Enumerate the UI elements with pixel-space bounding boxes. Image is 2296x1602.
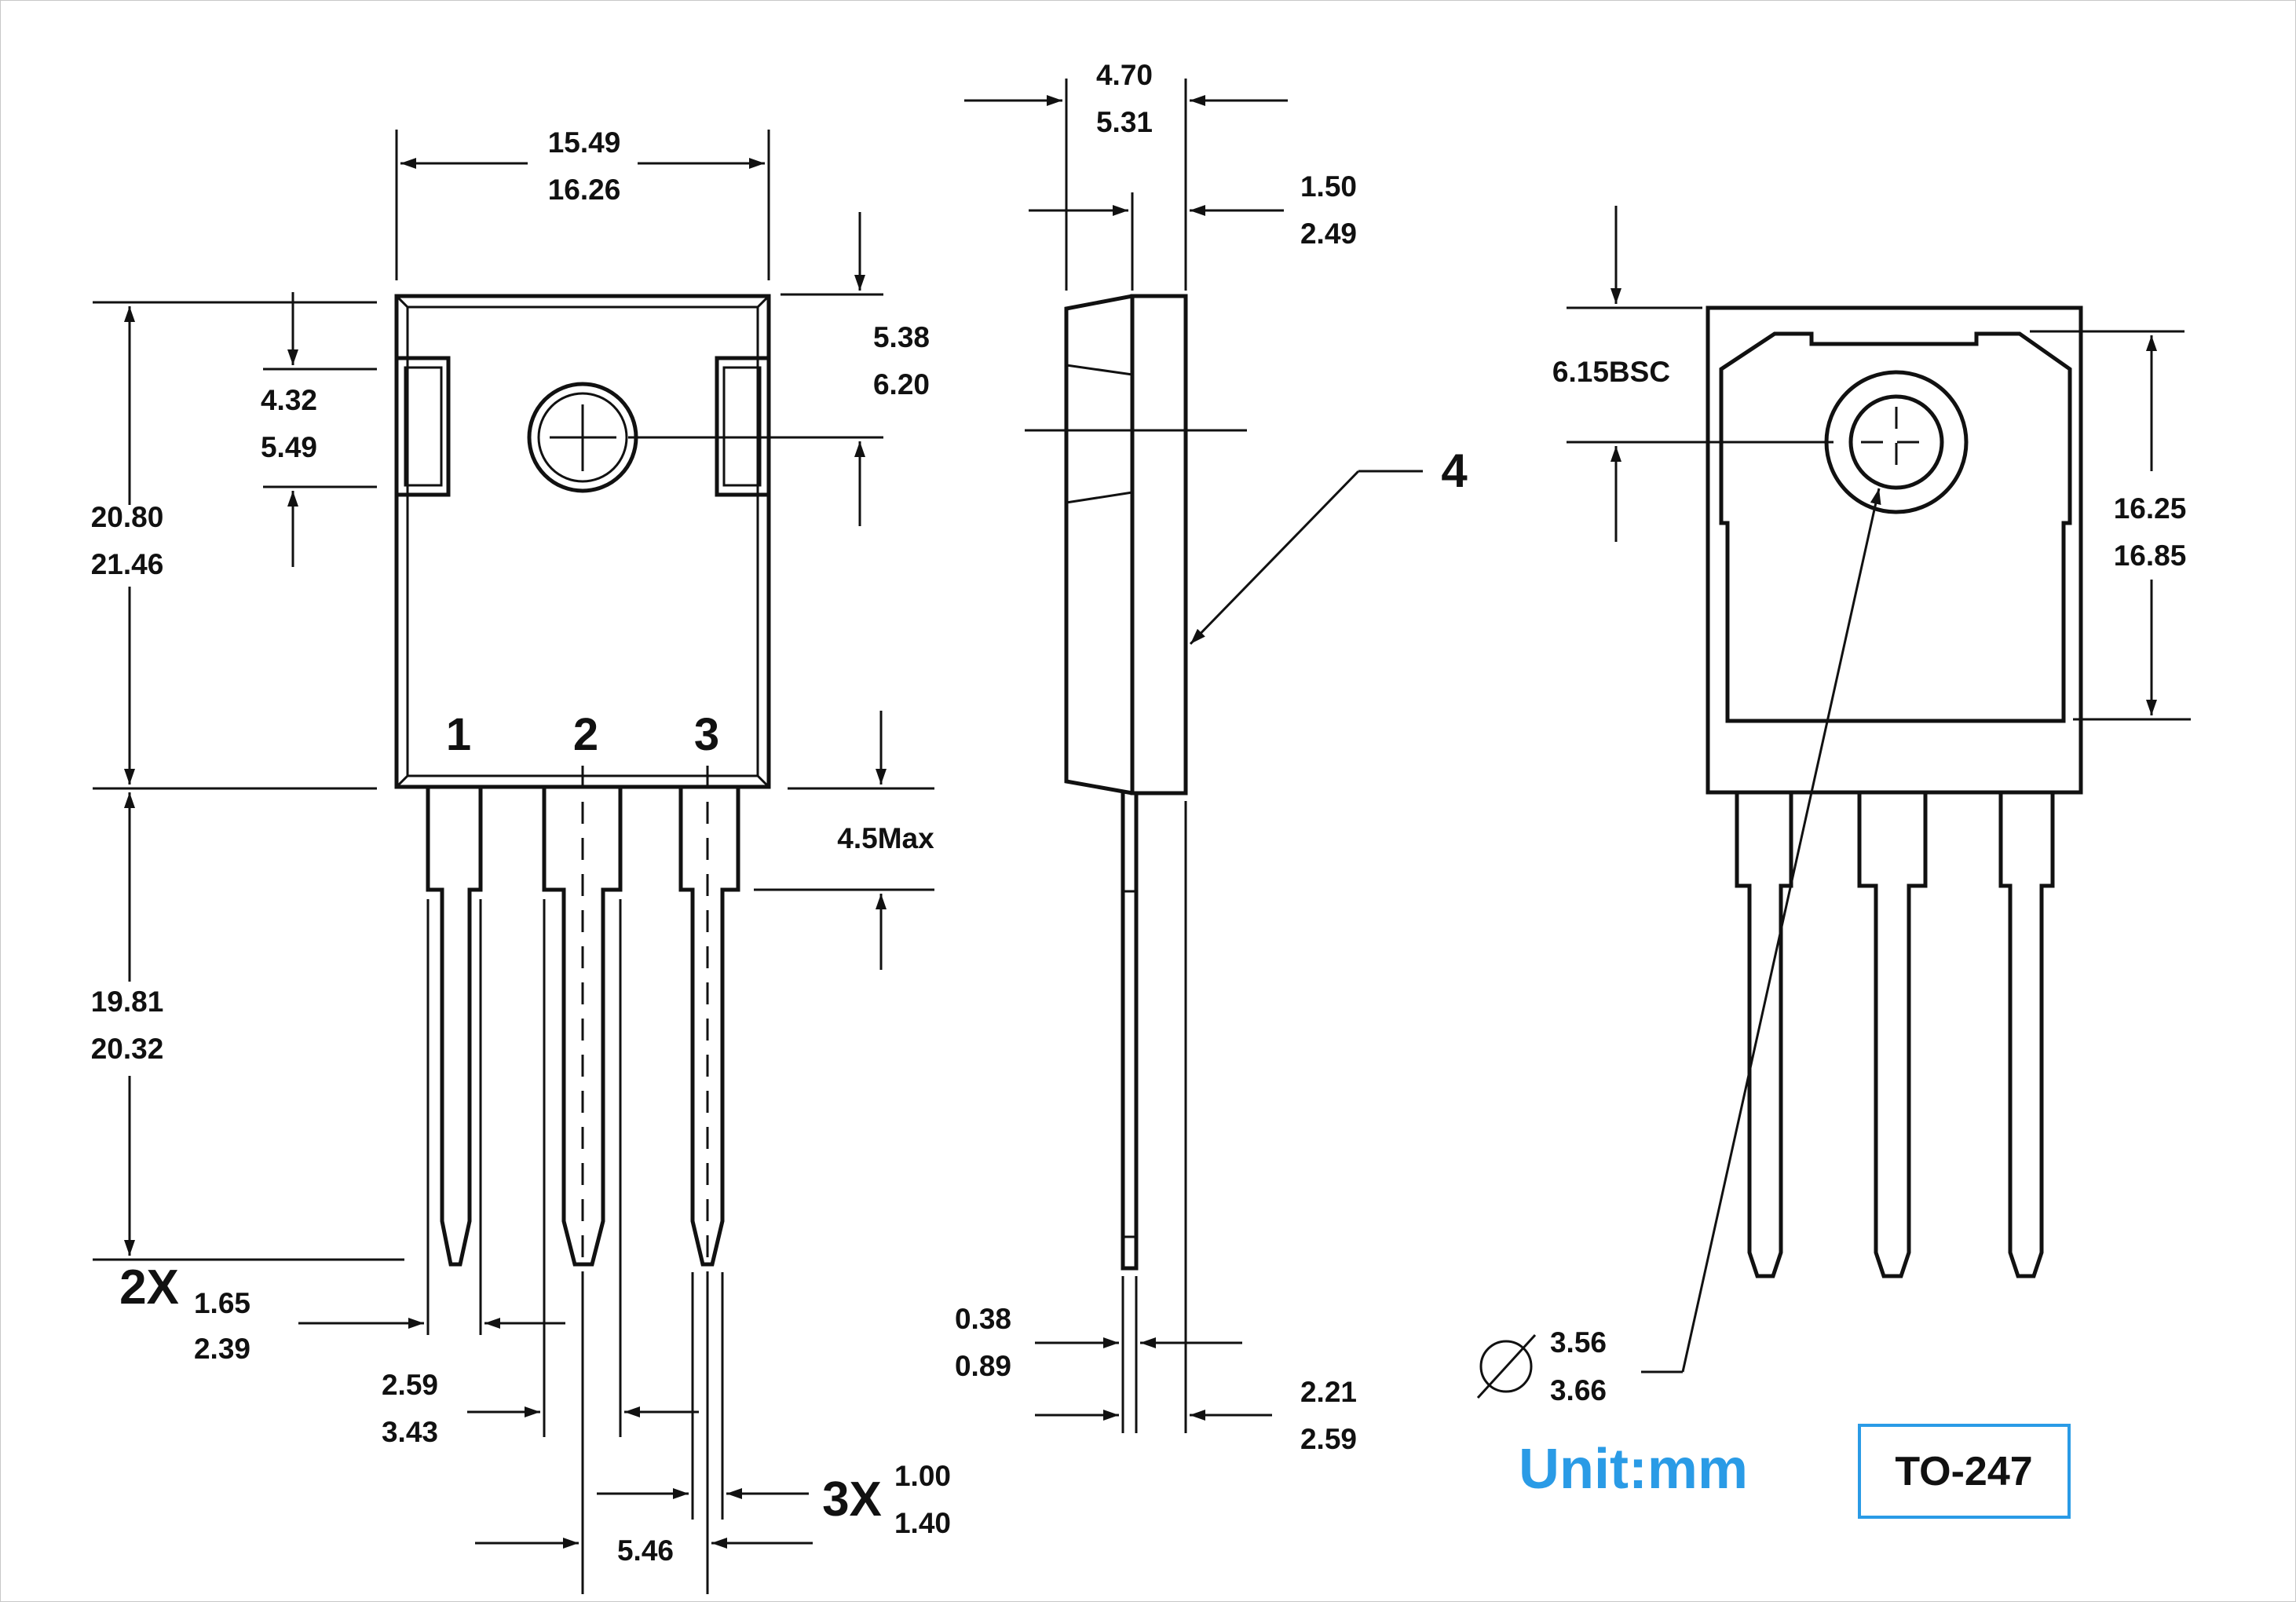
back-exposed-pad	[1719, 331, 2072, 723]
back-dimensions: 6.15BSC 16.25 16.85 3.56 3.66	[1476, 206, 2191, 1406]
front-view: 1 2 3	[394, 294, 771, 1272]
lead-width-2x-max: 2.39	[194, 1333, 250, 1365]
lead-length-max: 20.32	[91, 1033, 164, 1065]
side-view: 4	[1025, 294, 1468, 1271]
back-view	[1706, 305, 2083, 1278]
body-height-min: 20.80	[91, 501, 164, 533]
package-name-box	[1858, 1424, 2071, 1519]
back-lead-right	[1998, 790, 2055, 1278]
back-mounting-hole	[1824, 370, 1969, 514]
lead-spacing-min: 2.59	[382, 1369, 438, 1401]
hole-diameter-min: 3.56	[1550, 1326, 1607, 1359]
side-dimensions: 4.70 5.31 1.50 2.49 0.38 0.89 2.21 2.59	[955, 59, 1357, 1455]
pitch-value: 5.46	[617, 1534, 674, 1567]
back-pad-max: 16.85	[2114, 539, 2187, 572]
back-body-outline	[1706, 305, 2083, 795]
lead-width-2x-mult: 2X	[119, 1260, 179, 1315]
lead-length-min: 19.81	[91, 986, 164, 1018]
pin-label-1: 1	[446, 709, 471, 760]
side-lead	[1121, 791, 1139, 1271]
callout-label: 4	[1441, 444, 1468, 497]
pin-label-2: 2	[573, 709, 598, 760]
lead-thickness-min: 0.38	[955, 1303, 1011, 1335]
back-lead-center	[1857, 790, 1928, 1278]
front-dimensions: 15.49 16.26 20.80 21.46 4.32 5.49 5.38 6…	[91, 126, 951, 1594]
lead-spacing-max: 3.43	[382, 1416, 438, 1448]
thickness-max: 5.31	[1096, 106, 1153, 138]
body-width-max: 16.26	[548, 174, 621, 206]
right-tab-slot	[715, 356, 771, 497]
tab-thickness-min: 1.50	[1300, 170, 1357, 203]
lead-width-3x-min: 1.00	[894, 1460, 951, 1492]
lead-offset-max: 2.59	[1300, 1423, 1357, 1455]
lead-thickness-max: 0.89	[955, 1350, 1011, 1382]
front-body-inner	[406, 305, 759, 777]
back-hole-offset: 6.15BSC	[1552, 356, 1670, 388]
tab-slot-max: 5.49	[261, 431, 317, 463]
hole-offset-min: 5.38	[873, 321, 930, 353]
tab-thickness-max: 2.49	[1300, 218, 1357, 250]
lead-3	[678, 785, 740, 1267]
hole-diameter-max: 3.66	[1550, 1374, 1607, 1406]
package-name: TO-247	[1895, 1449, 2032, 1494]
thickness-min: 4.70	[1096, 59, 1153, 91]
body-height-max: 21.46	[91, 548, 164, 580]
lead-width-3x-max: 1.40	[894, 1507, 951, 1539]
lead-shoulder-value: 4.5Max	[837, 822, 934, 854]
lead-width-3x-mult: 3X	[822, 1472, 882, 1527]
unit-label: Unit:mm	[1519, 1438, 1748, 1501]
back-lead-left	[1735, 790, 1793, 1278]
hole-offset-max: 6.20	[873, 368, 930, 400]
diameter-icon	[1476, 1333, 1537, 1399]
left-tab-slot	[394, 356, 451, 497]
lead-width-2x-min: 1.65	[194, 1287, 250, 1319]
back-pad-min: 16.25	[2114, 492, 2187, 525]
body-width-min: 15.49	[548, 126, 621, 159]
lead-offset-min: 2.21	[1300, 1376, 1357, 1408]
lead-1	[426, 785, 483, 1267]
tab-slot-min: 4.32	[261, 384, 317, 416]
side-body-outline	[1064, 294, 1188, 796]
lead-2	[542, 785, 623, 1267]
pin-label-3: 3	[694, 709, 719, 760]
